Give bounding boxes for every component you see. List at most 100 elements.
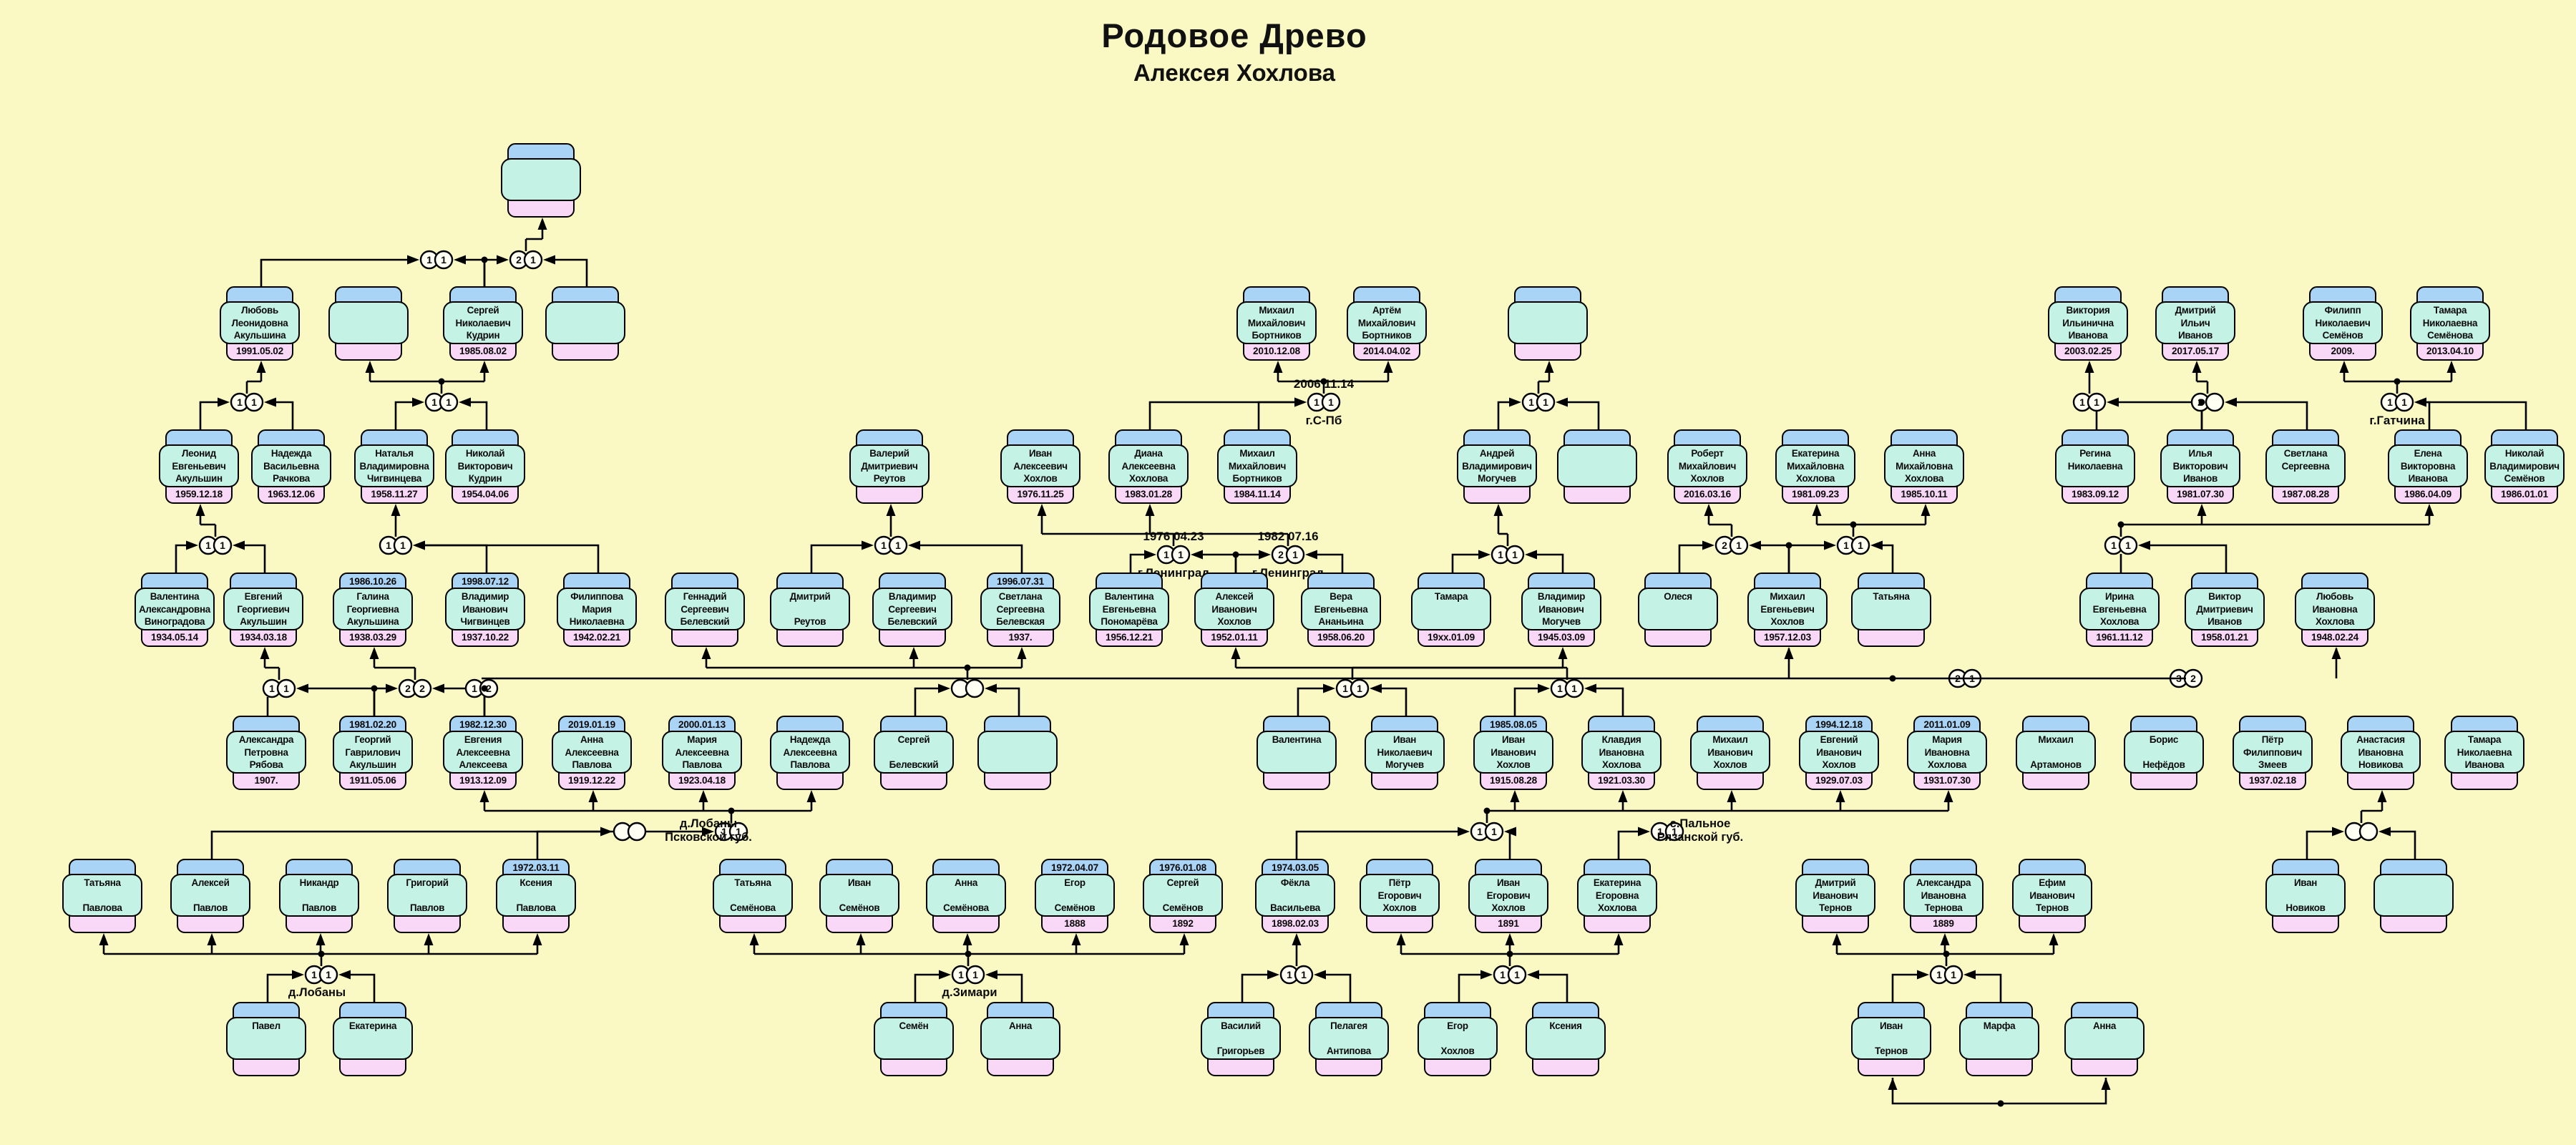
marriage-circle-icon[interactable] [2358,822,2379,842]
person-node[interactable]: Марфа [1959,1002,2042,1076]
empty-person-node[interactable] [501,143,584,218]
person-node[interactable]: Валентина [1257,716,1340,790]
person-node[interactable]: Григорий Павлов [387,859,470,933]
marriage-circle-icon[interactable] [1536,392,1556,412]
person-node[interactable]: Анна Семёнова [926,859,1009,933]
marriage-circle-icon[interactable] [1505,545,1525,565]
person-node[interactable]: Татьяна [1851,572,1934,647]
person-node[interactable]: Борис Нефёдов [2124,716,2207,790]
person-node[interactable]: Алексей Павлов [170,859,253,933]
person-node[interactable]: Олеся [1638,572,1721,647]
person-node[interactable]: Иван Новиков [2265,859,2348,933]
marriage-circle-icon[interactable] [1285,545,1305,565]
marriage-circle-icon[interactable] [2118,535,2138,555]
marriage-circle-icon[interactable] [1507,965,1527,985]
marriage-circle-icon[interactable] [1564,678,1584,698]
person-node[interactable]: Ксения [1526,1002,1609,1076]
marriage-circle-icon[interactable] [1729,535,1749,555]
empty-person-node[interactable] [2373,859,2457,933]
person-node[interactable]: Иван Семёнов [819,859,902,933]
marriage-circle-icon[interactable] [1294,965,1314,985]
marriage-circle-icon[interactable] [965,678,985,698]
person-node[interactable]: Екатерина [333,1002,416,1076]
marriage-circle-icon[interactable] [1171,545,1191,565]
empty-person-node[interactable] [977,716,1060,790]
person-node[interactable]: Василий Григорьев [1201,1002,1284,1076]
empty-person-node[interactable] [1557,429,1640,504]
marriage-circle-icon[interactable] [1484,822,1504,842]
marriage-circle-icon[interactable] [965,965,985,985]
person-node[interactable]: Татьяна Павлова [62,859,145,933]
person-node[interactable]: Михаил Артамонов [2016,716,2099,790]
marriage-circle-icon[interactable] [213,535,233,555]
marriage-circle-icon[interactable] [1850,535,1870,555]
marriage-circle-icon[interactable] [1664,822,1684,842]
marriage-circle-icon[interactable] [479,678,499,698]
marriage-circle-icon[interactable] [2205,392,2225,412]
marriage-circle-icon[interactable] [1350,678,1370,698]
person-node[interactable]: Татьяна Семёнова [713,859,796,933]
marriage-circle-icon[interactable] [318,965,338,985]
empty-person-node[interactable] [328,286,411,361]
marriage-circle-icon[interactable] [523,250,543,270]
person-node[interactable]: Никандр Павлов [279,859,362,933]
